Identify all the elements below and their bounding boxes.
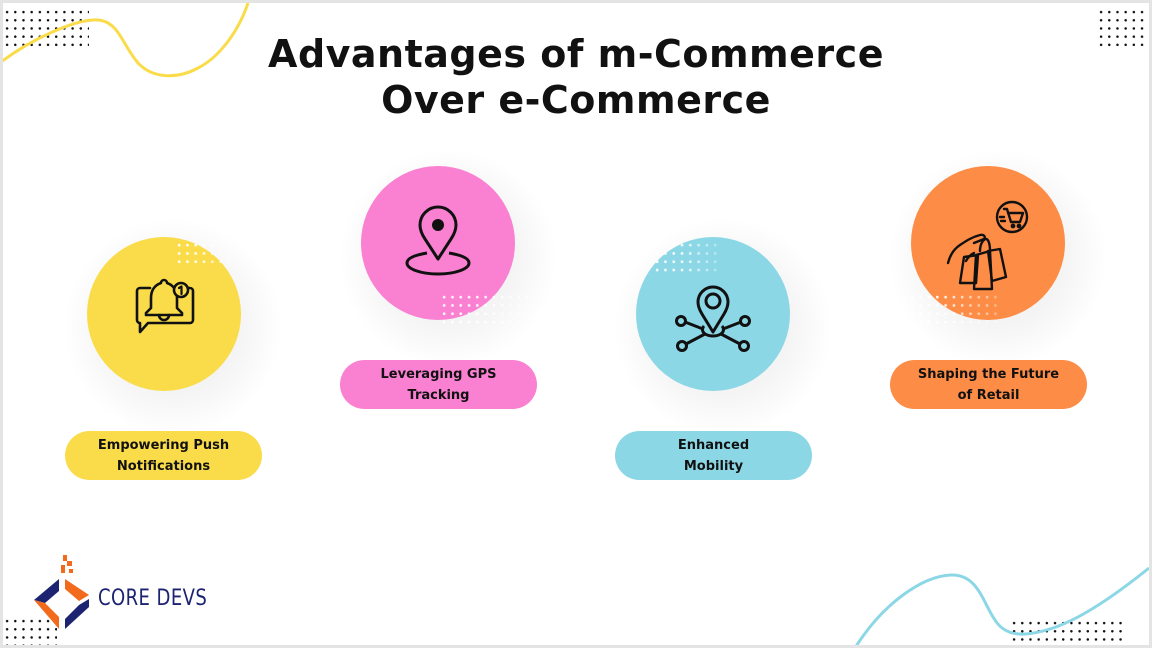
- push-notifications-label: Empowering Push Notifications: [65, 431, 262, 480]
- white-dot-pattern: [900, 293, 1000, 329]
- dot-grid-top-right: [1097, 8, 1149, 48]
- white-dot-pattern: [653, 241, 719, 277]
- core-devs-logo-icon: [34, 555, 89, 629]
- white-dot-pattern: [175, 241, 235, 265]
- slide: Advantages of m-Commerce Over e-Commerce…: [3, 3, 1149, 645]
- location-network-icon: [675, 285, 751, 352]
- dot-grid-top-left: [3, 8, 89, 48]
- title-line-2: Over e-Commerce: [381, 78, 771, 122]
- dot-grid-bottom-left: [3, 617, 57, 645]
- notification-bell-icon: [135, 278, 195, 334]
- white-dot-pattern: [440, 293, 550, 329]
- brand-name: CORE DEVS: [98, 586, 208, 611]
- blue-wave-decoration: [855, 566, 1149, 645]
- page-title: Advantages of m-Commerce Over e-Commerce: [3, 31, 1149, 123]
- enhanced-mobility-label: Enhanced Mobility: [615, 431, 812, 480]
- gps-tracking-label: Leveraging GPS Tracking: [340, 360, 537, 409]
- title-line-1: Advantages of m-Commerce: [268, 32, 884, 76]
- shopping-bags-cart-icon: [946, 200, 1029, 291]
- yellow-wave-decoration: [3, 3, 250, 78]
- future-retail-label: Shaping the Future of Retail: [890, 360, 1087, 409]
- location-pin-icon: [405, 205, 471, 276]
